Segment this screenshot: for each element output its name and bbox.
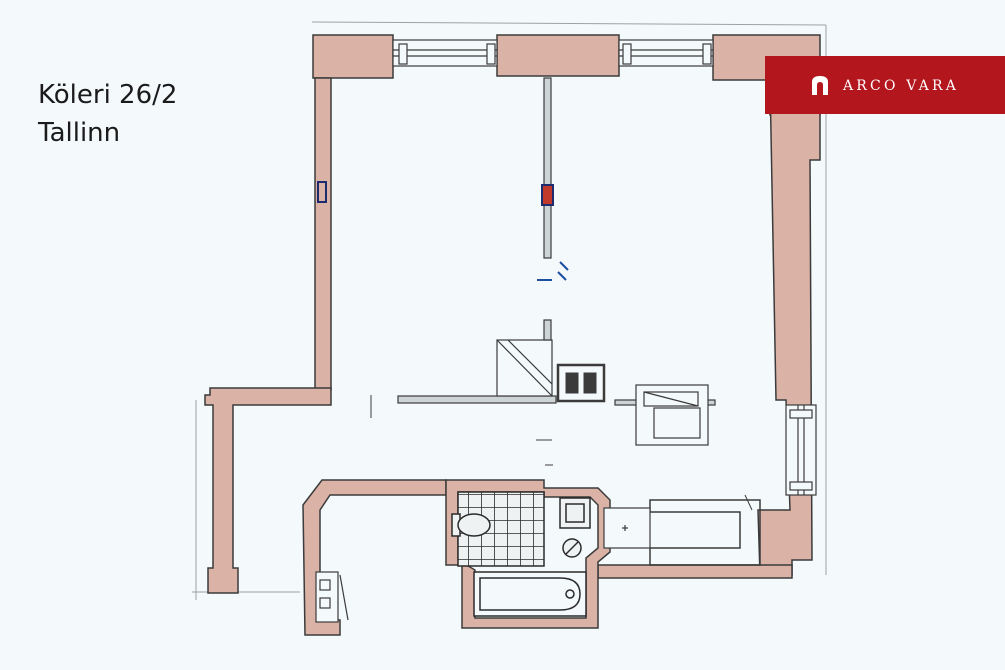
- dimension-mark: [537, 261, 569, 281]
- toilet-icon: [451, 513, 491, 537]
- stove-icon: [556, 363, 606, 403]
- window-top-2: [618, 39, 714, 67]
- door-swings: [370, 395, 753, 511]
- column-marker: [541, 184, 554, 206]
- drain-icon: [562, 538, 582, 558]
- wall-top-middle: [496, 34, 620, 77]
- wall-right: [757, 79, 821, 576]
- partition-vertical: [543, 77, 552, 259]
- partition-horizontal: [397, 395, 557, 404]
- windows: [392, 39, 817, 496]
- arch-icon: [812, 76, 828, 95]
- chimney-box: [496, 319, 553, 397]
- bathtub-icon: [473, 571, 587, 617]
- partitions: [397, 77, 716, 406]
- wardrobe-icon: [315, 571, 349, 623]
- window-right: [785, 404, 817, 496]
- wall-bottom-step: [649, 499, 761, 566]
- address-street: Köleri 26/2: [38, 80, 178, 110]
- wall-left-upper: [314, 77, 332, 391]
- brand-logo: ARCO VARA: [765, 56, 1005, 114]
- radiator-marker: [317, 181, 327, 203]
- wall-top-left: [312, 34, 394, 79]
- window-top-1: [392, 39, 498, 67]
- kitchen-counter: [635, 384, 709, 446]
- address-city: Tallinn: [38, 118, 121, 148]
- wall-bottom-right: [597, 564, 793, 579]
- brand-name: ARCO VARA: [843, 78, 960, 94]
- wall-left-lower: [204, 387, 332, 594]
- sink-icon: [559, 497, 591, 529]
- address-block: Köleri 26/2 Tallinn: [38, 76, 177, 152]
